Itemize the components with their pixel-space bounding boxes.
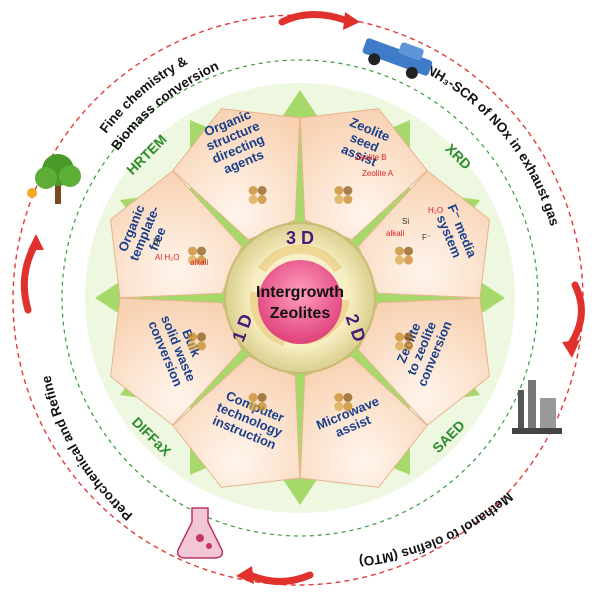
f-media-alkali-label: alkali xyxy=(386,229,404,238)
petal-seed-assist-illustration xyxy=(334,186,353,204)
zeolite-b-label: Zeolite B xyxy=(355,153,387,162)
template-free-al-h2o-label: Al H₂O xyxy=(155,253,179,262)
center-title-line2: Zeolites xyxy=(270,305,331,322)
arrow-top xyxy=(278,10,349,26)
petal-computer-illustration xyxy=(248,393,267,411)
center-title-line1: Intergrowth xyxy=(256,284,344,301)
f-media-h2o-label: H₂O xyxy=(428,206,443,215)
petals-group: OrganicstructuredirectingagentsZeolitese… xyxy=(110,107,490,488)
application-mto: Methanol to olefins (MTO) xyxy=(358,490,515,570)
sun-icon xyxy=(27,188,37,198)
petal-f-media-illustration xyxy=(395,246,413,265)
dimension-3d: 3 D xyxy=(286,228,314,248)
truck-icon xyxy=(362,38,433,79)
petal-template-free-illustration xyxy=(188,246,206,265)
center-pink-core xyxy=(258,260,342,344)
arrow-right xyxy=(566,281,585,349)
petal-osda-illustration xyxy=(248,186,267,204)
f-media-si-label: Si xyxy=(402,217,409,226)
red-arrows xyxy=(20,10,585,585)
petal-solid-waste-illustration xyxy=(188,332,206,351)
petal-microwave-illustration xyxy=(334,393,353,411)
tree-icon xyxy=(35,154,81,204)
zeolite-a-label: Zeolite A xyxy=(362,169,394,178)
refinery-icon xyxy=(512,380,562,434)
template-free-alkali-label: alkali xyxy=(190,258,208,267)
green-dashed-ring xyxy=(61,59,539,537)
petal-zeolite-conversion-illustration xyxy=(395,332,413,351)
flask-icon xyxy=(176,507,224,559)
arrow-bottom xyxy=(246,571,314,585)
template-free-si-label: Si xyxy=(153,237,160,246)
arrow-left xyxy=(20,241,39,314)
red-arrowheads xyxy=(28,12,580,584)
f-media-f-label: F⁻ xyxy=(422,233,431,242)
